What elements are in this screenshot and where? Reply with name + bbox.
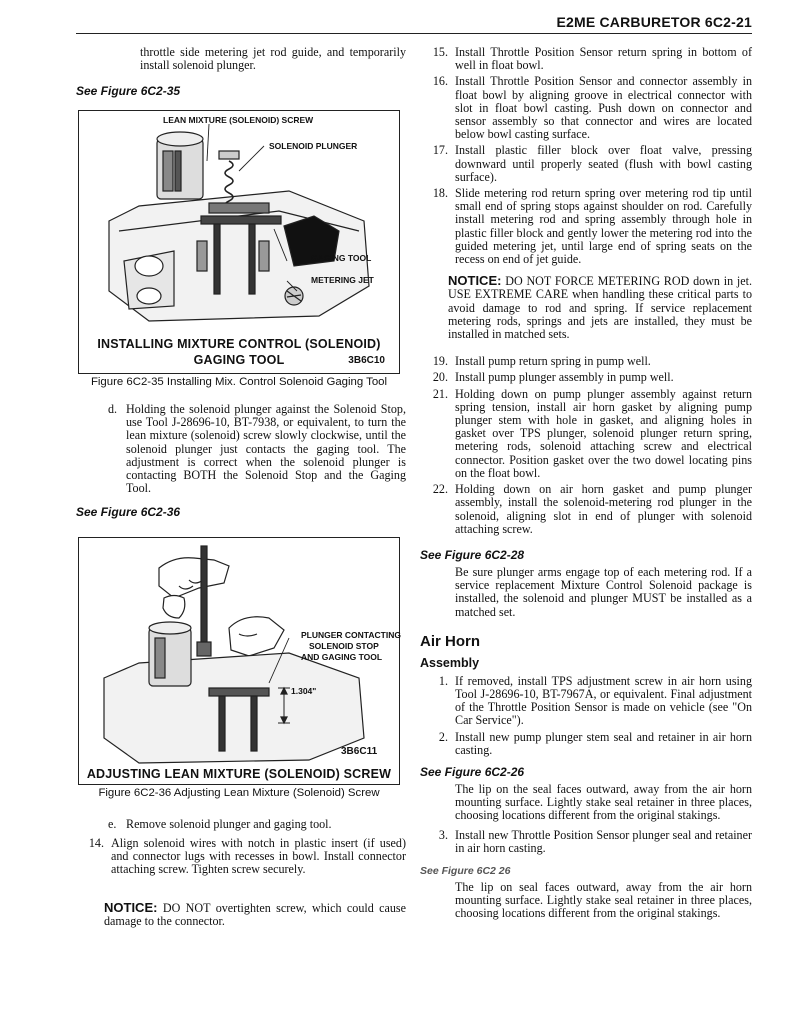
right-column: 15. Install Throttle Position Sensor retu… bbox=[420, 45, 752, 924]
step-number: 15. bbox=[432, 45, 448, 59]
numbered-step: 16. Install Throttle Position Sensor and … bbox=[420, 75, 752, 141]
left-notice: NOTICE: DO NOT overtighten screw, which … bbox=[76, 901, 406, 928]
step-number: 19. bbox=[432, 354, 448, 369]
figure-35-title: Figure 6C2-35 Installing Mix. Control So… bbox=[90, 376, 388, 389]
step-14-text: Align solenoid wires with notch in plast… bbox=[111, 836, 406, 877]
adjusting-illustration bbox=[103, 545, 365, 764]
step-14: 14. Align solenoid wires with notch in p… bbox=[76, 836, 406, 877]
step-number: 2. bbox=[438, 729, 448, 744]
intro-paragraph: throttle side metering jet rod guide, an… bbox=[140, 45, 406, 73]
figure-36-code: 3B6C11 bbox=[341, 746, 378, 758]
label-lean-mixture-screw: LEAN MIXTURE (SOLENOID) SCREW bbox=[163, 115, 314, 126]
label-solenoid-stop: SOLENOID STOP bbox=[309, 641, 379, 652]
numbered-step: 1. If removed, install TPS adjustment scr… bbox=[420, 673, 752, 728]
numbered-step: 18. Slide metering rod return spring over… bbox=[420, 186, 752, 267]
step-e: e. Remove solenoid plunger and gaging to… bbox=[76, 816, 406, 831]
step-number: 17. bbox=[432, 143, 448, 158]
label-plunger-contacting: PLUNGER CONTACTING bbox=[301, 630, 401, 641]
see-figure-6c2-26-second[interactable]: See Figure 6C2 26 bbox=[420, 864, 511, 877]
label-solenoid-plunger: SOLENOID PLUNGER bbox=[269, 141, 358, 152]
carburetor-illustration bbox=[108, 124, 370, 323]
step-e-number: e. bbox=[108, 816, 117, 831]
steps-19-to-22: 19. Install pump return spring in pump we… bbox=[420, 355, 752, 536]
figure-35-caption-line-2: GAGING TOOL bbox=[193, 353, 285, 368]
left-column: throttle side metering jet rod guide, an… bbox=[76, 45, 406, 928]
right-notice-text: DO NOT FORCE METERING ROD down in jet. U… bbox=[448, 274, 752, 342]
step-d: d. Holding the solenoid plunger against … bbox=[76, 401, 406, 496]
assembly-step-3-number: 3. bbox=[438, 827, 448, 842]
label-dimension: 1.304" bbox=[291, 686, 317, 697]
see-figure-6c2-35[interactable]: See Figure 6C2-35 bbox=[76, 84, 181, 99]
label-gaging-tool: GAGING TOOL bbox=[311, 253, 372, 264]
step-d-number: d. bbox=[108, 401, 118, 416]
figure-6c2-35: LEAN MIXTURE (SOLENOID) SCREW SOLENOID P… bbox=[78, 110, 400, 375]
numbered-step: 15. Install Throttle Position Sensor retu… bbox=[420, 45, 752, 73]
figure-6c2-36: PLUNGER CONTACTING SOLENOID STOP AND GAG… bbox=[78, 537, 401, 786]
assembly-step-3-text: Install new Throttle Position Sensor plu… bbox=[455, 827, 752, 855]
numbered-step: 21. Holding down on pump plunger assembly… bbox=[420, 386, 752, 480]
step-14-number: 14. bbox=[88, 836, 104, 851]
subsection-assembly: Assembly bbox=[420, 655, 480, 670]
left-notice-label: NOTICE: bbox=[104, 899, 158, 915]
label-and-gaging-tool: AND GAGING TOOL bbox=[301, 652, 383, 663]
label-metering-jet: METERING JET bbox=[311, 275, 374, 286]
numbered-step: 22. Holding down on air horn gasket and p… bbox=[420, 482, 752, 536]
step-number: 18. bbox=[432, 186, 448, 201]
step-text: Holding down on air horn gasket and pump… bbox=[455, 482, 752, 536]
numbered-step: 17. Install plastic filler block over flo… bbox=[420, 144, 752, 184]
step-text: Install pump plunger assembly in pump we… bbox=[455, 370, 674, 385]
step-d-text: Holding the solenoid plunger against the… bbox=[126, 401, 406, 496]
step-number: 21. bbox=[432, 386, 448, 401]
step-text: Holding down on pump plunger assembly ag… bbox=[455, 386, 752, 480]
step-text: Install Throttle Position Sensor and con… bbox=[455, 74, 752, 142]
figure-35-caption-line-1: INSTALLING MIXTURE CONTROL (SOLENOID) bbox=[97, 337, 381, 352]
numbered-step: 20. Install pump plunger assembly in pump… bbox=[420, 371, 752, 384]
see-figure-6c2-26[interactable]: See Figure 6C2-26 bbox=[420, 764, 525, 779]
step-text: Install new pump plunger stem seal and r… bbox=[455, 729, 752, 757]
figure-36-title: Figure 6C2-36 Adjusting Lean Mixture (So… bbox=[98, 787, 380, 800]
paragraph-matched-set: Be sure plunger arms engage top of each … bbox=[455, 564, 752, 619]
step-text: Install plastic filler block over float … bbox=[455, 143, 752, 184]
see-figure-6c2-28[interactable]: See Figure 6C2-28 bbox=[420, 547, 525, 562]
step-number: 16. bbox=[432, 74, 448, 89]
paragraph-seal-lip-second: The lip on seal faces outward, away from… bbox=[455, 879, 752, 921]
running-header-title: E2ME CARBURETOR 6C2-21 bbox=[556, 14, 752, 30]
figure-36-caption: ADJUSTING LEAN MIXTURE (SOLENOID) SCREW bbox=[86, 767, 392, 782]
step-text: Install Throttle Position Sensor return … bbox=[455, 45, 752, 73]
step-e-text: Remove solenoid plunger and gaging tool. bbox=[126, 816, 332, 831]
step-text: Slide metering rod return spring over me… bbox=[455, 186, 752, 267]
numbered-step: 19. Install pump return spring in pump we… bbox=[420, 355, 752, 368]
steps-15-to-18: 15. Install Throttle Position Sensor retu… bbox=[420, 45, 752, 267]
assembly-step-3: 3. Install new Throttle Position Sensor … bbox=[420, 827, 752, 855]
assembly-steps: 1. If removed, install TPS adjustment scr… bbox=[420, 673, 752, 757]
see-figure-6c2-36[interactable]: See Figure 6C2-36 bbox=[76, 505, 181, 520]
step-text: If removed, install TPS adjustment screw… bbox=[455, 673, 752, 728]
paragraph-seal-lip: The lip on the seal faces outward, away … bbox=[455, 781, 752, 823]
section-air-horn: Air Horn bbox=[420, 632, 480, 650]
right-notice: NOTICE: DO NOT FORCE METERING ROD down i… bbox=[420, 274, 752, 341]
right-notice-label: NOTICE: bbox=[448, 273, 502, 289]
numbered-step: 2. Install new pump plunger stem seal and… bbox=[420, 729, 752, 757]
step-number: 1. bbox=[438, 673, 448, 688]
figure-35-code: 3B6C10 bbox=[348, 355, 385, 367]
step-text: Install pump return spring in pump well. bbox=[455, 354, 651, 369]
step-number: 20. bbox=[432, 370, 448, 385]
left-notice-text: DO NOT overtighten screw, which could ca… bbox=[104, 900, 407, 928]
page-header: E2ME CARBURETOR 6C2-21 bbox=[76, 10, 752, 34]
step-number: 22. bbox=[432, 482, 448, 497]
